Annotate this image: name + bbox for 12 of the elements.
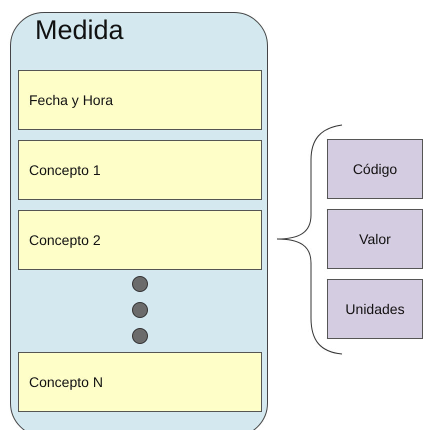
field-box: Concepto 2: [18, 210, 262, 270]
ellipsis-dot: [132, 276, 148, 292]
field-box: Fecha y Hora: [18, 70, 262, 130]
attribute-box: Código: [327, 139, 423, 199]
ellipsis-dot: [132, 328, 148, 344]
field-box: Concepto 1: [18, 140, 262, 200]
field-box: Concepto N: [18, 352, 262, 412]
container-panel: [10, 12, 268, 430]
panel-title: Medida: [35, 15, 124, 46]
attribute-box: Unidades: [327, 279, 423, 339]
ellipsis-dot: [132, 302, 148, 318]
attribute-box: Valor: [327, 209, 423, 269]
